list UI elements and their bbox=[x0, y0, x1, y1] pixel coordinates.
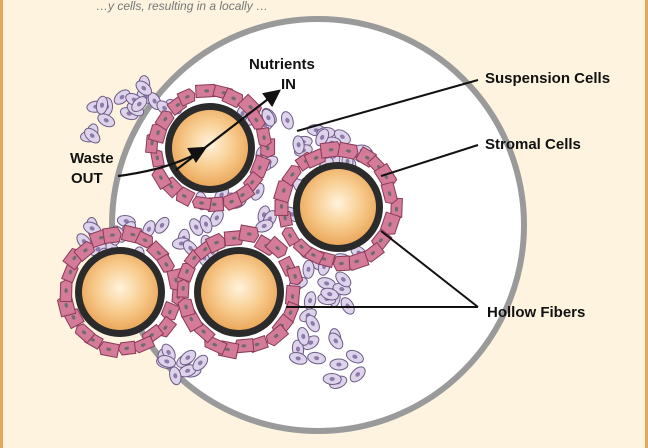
stromal-cell bbox=[333, 256, 350, 271]
stromal-cell bbox=[60, 280, 72, 302]
nutrients-label: Nutrients bbox=[249, 56, 315, 73]
waste-out-label: OUT bbox=[71, 170, 103, 187]
fiber-lumen bbox=[172, 110, 248, 186]
suspension-cells-label: Suspension Cells bbox=[485, 70, 610, 87]
stromal-cell bbox=[118, 341, 136, 355]
fiber-lumen bbox=[82, 254, 158, 330]
stromal-cell bbox=[192, 196, 212, 210]
suspension-cell bbox=[303, 260, 315, 279]
stromal-cells-label: Stromal Cells bbox=[485, 136, 581, 153]
left-border bbox=[0, 0, 3, 448]
stromal-cell bbox=[177, 279, 189, 297]
hollow-fibers-label: Hollow Fibers bbox=[487, 304, 585, 321]
fiber-lumen bbox=[300, 169, 376, 245]
nutrients-in-label: IN bbox=[281, 76, 296, 93]
fiber-lumen bbox=[201, 254, 277, 330]
suspension-cell bbox=[330, 359, 348, 371]
caption-fragment: …y cells, resulting in a locally … bbox=[96, 0, 268, 13]
suspension-cell bbox=[323, 373, 342, 385]
waste-label: Waste bbox=[70, 150, 114, 167]
